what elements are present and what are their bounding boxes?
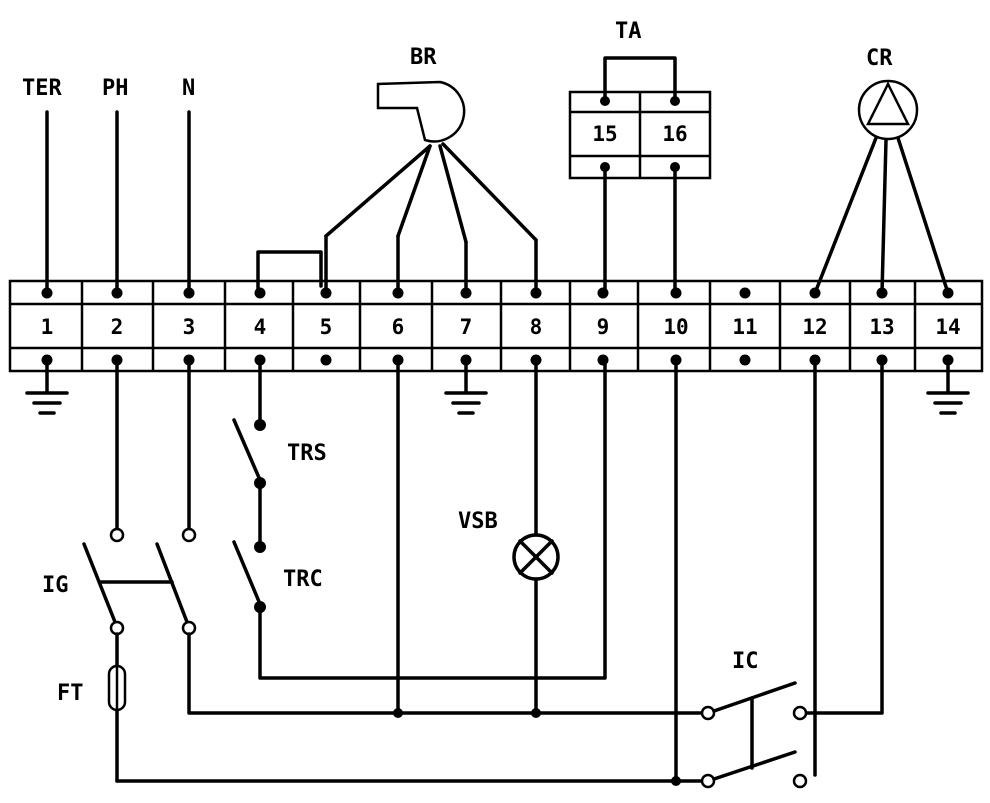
terminal-8-label: 8 xyxy=(530,315,543,339)
burner-icon xyxy=(324,80,538,295)
terminal-11-label: 11 xyxy=(732,315,757,339)
terminal-10-label: 10 xyxy=(663,315,688,339)
safety-thermostat xyxy=(232,358,266,549)
terminal-15-label: 15 xyxy=(592,122,617,146)
terminal-5-bottom-screw xyxy=(320,354,332,366)
terminal-11-top-screw xyxy=(739,287,751,299)
terminal-9-bottom-screw xyxy=(597,354,609,366)
ground-icon xyxy=(25,358,69,415)
terminal-labels: 1 2 3 4 5 6 7 8 9 10 11 12 13 14 xyxy=(41,315,961,339)
ground-icon xyxy=(926,358,970,415)
terminal-1-label: 1 xyxy=(41,315,54,339)
n-label: N xyxy=(182,76,195,101)
terminal-2-label: 2 xyxy=(111,315,124,339)
terminal-3-label: 3 xyxy=(183,315,196,339)
main-switch xyxy=(82,358,197,636)
ta-label: TA xyxy=(615,19,642,44)
ter-label: TER xyxy=(22,76,62,101)
pump-icon xyxy=(813,79,950,295)
fuse-icon xyxy=(107,632,127,783)
ft-label: FT xyxy=(57,681,84,706)
trc-label: TRC xyxy=(283,567,323,592)
terminal-11-bottom-screw xyxy=(739,354,751,366)
terminal-4-label: 4 xyxy=(254,315,267,339)
terminal-13-label: 13 xyxy=(869,315,894,339)
br-label: BR xyxy=(410,45,437,70)
terminal-5-label: 5 xyxy=(320,315,333,339)
terminal-9-top-screw xyxy=(597,287,609,299)
bus-wires xyxy=(115,358,884,786)
jumper-4-5 xyxy=(256,250,323,295)
trs-label: TRS xyxy=(287,441,327,466)
lamp-icon xyxy=(512,358,560,715)
terminal-16-label: 16 xyxy=(662,122,687,146)
boiler-thermostat xyxy=(232,358,607,680)
ig-label: IG xyxy=(42,573,69,598)
ground-icon xyxy=(444,358,488,415)
terminal-7-label: 7 xyxy=(460,315,473,339)
terminal-6-label: 6 xyxy=(392,315,405,339)
cr-label: CR xyxy=(866,46,893,71)
terminal-14-label: 14 xyxy=(935,315,960,339)
terminal-block xyxy=(8,279,984,373)
ic-label: IC xyxy=(732,649,759,674)
supply-wires xyxy=(45,110,191,295)
vsb-label: VSB xyxy=(458,509,498,534)
terminal-12-label: 12 xyxy=(802,315,827,339)
terminal-4-top-screw xyxy=(254,287,266,299)
ph-label: PH xyxy=(102,76,129,101)
thermostat-block xyxy=(568,56,712,295)
terminal-9-label: 9 xyxy=(597,315,610,339)
changeover-switch xyxy=(700,681,808,789)
